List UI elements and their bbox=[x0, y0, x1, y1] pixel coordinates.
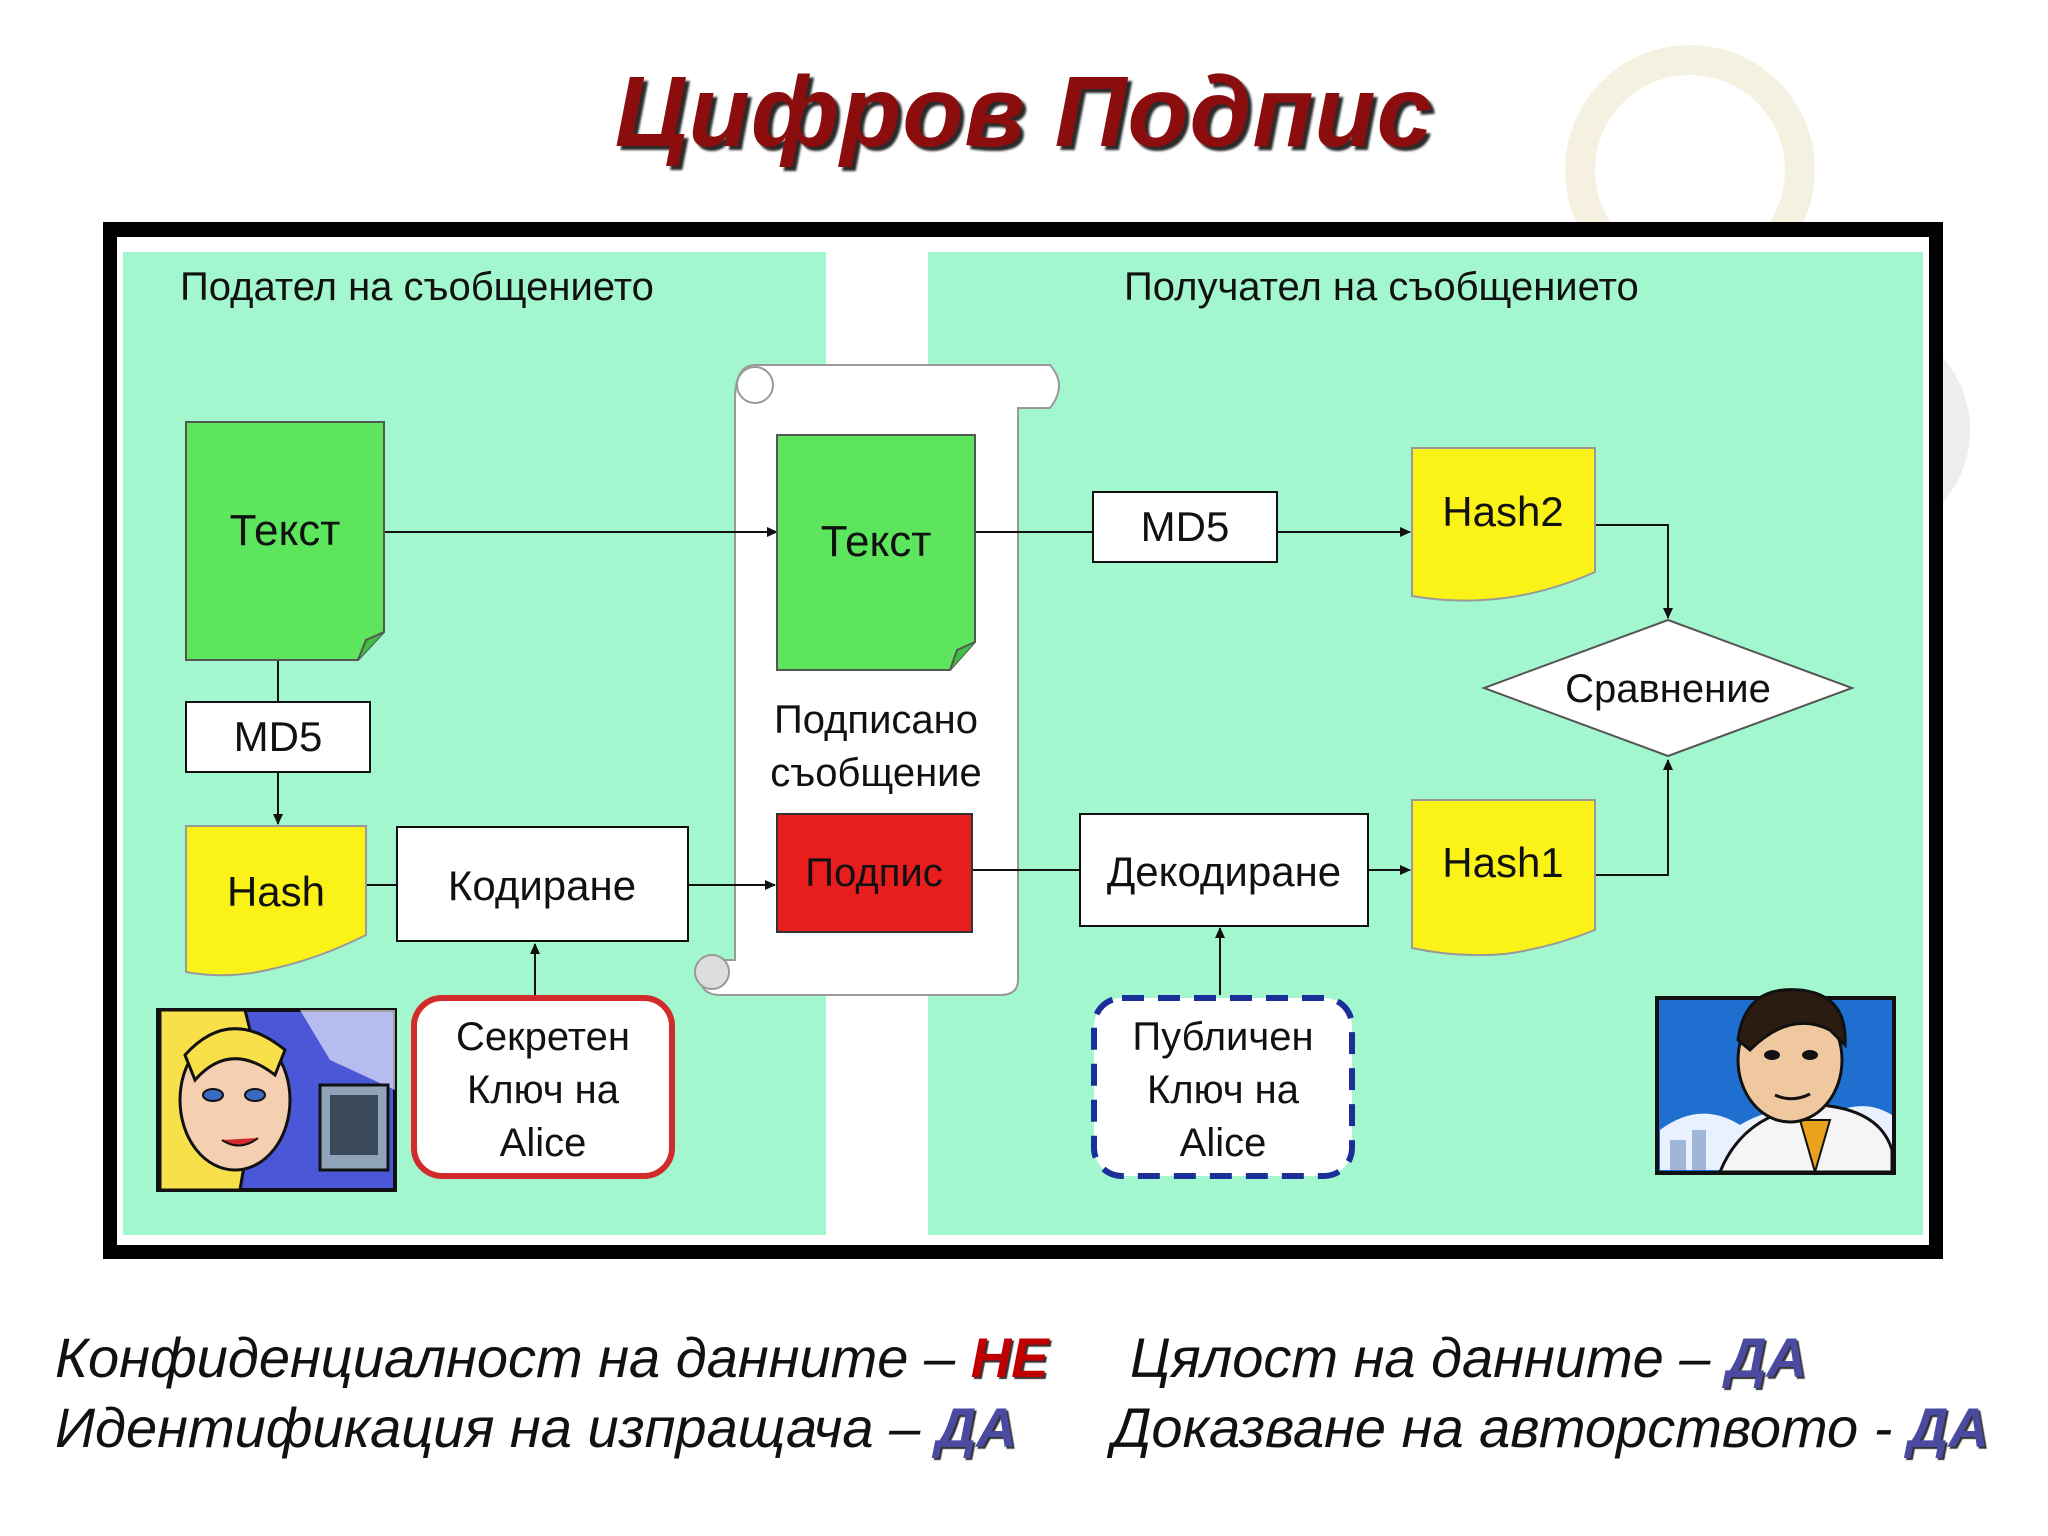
secret-key-line-2: Ключ на bbox=[467, 1068, 620, 1112]
footer-line-1-right: Цялост на данните – ДА bbox=[1130, 1325, 1807, 1390]
slide-title: Цифров Подпис bbox=[614, 56, 1434, 168]
authorship-proof-value: ДА bbox=[1907, 1396, 1989, 1459]
sender-hash-label: Hash bbox=[227, 868, 325, 915]
confidentiality-value: НЕ bbox=[970, 1326, 1049, 1389]
sender-md5-box: MD5 bbox=[185, 701, 371, 773]
sender-identification-text: Идентификация на изпращача – bbox=[55, 1396, 936, 1459]
hash2-label: Hash2 bbox=[1442, 488, 1563, 535]
signed-text-label: Текст bbox=[821, 517, 932, 566]
sender-identification-value: ДА bbox=[935, 1396, 1017, 1459]
connector-hash2-to-compare bbox=[1595, 524, 1673, 619]
compare-label: Сравнение bbox=[1565, 667, 1771, 711]
secret-key-line-1: Секретен bbox=[456, 1015, 630, 1059]
footer-line-2-right: Доказване на авторството - ДА bbox=[1112, 1395, 1989, 1460]
authorship-proof-text: Доказване на авторството - bbox=[1112, 1396, 1908, 1459]
decode-label: Декодиране bbox=[1107, 848, 1341, 895]
integrity-value: ДА bbox=[1726, 1326, 1807, 1389]
secret-key-box: Секретен Ключ на Alice bbox=[411, 995, 675, 1179]
compare-decision: Сравнение bbox=[1481, 618, 1855, 758]
hash1-label: Hash1 bbox=[1442, 839, 1563, 886]
public-key-box: Публичен Ключ на Alice bbox=[1091, 995, 1355, 1179]
public-key-line-1: Публичен bbox=[1132, 1015, 1313, 1059]
footer-line-1: Конфиденциалност на данните – НЕ bbox=[55, 1325, 1048, 1390]
signed-message-label-line-2: съобщение bbox=[770, 751, 982, 795]
alice-illustration bbox=[156, 1008, 397, 1192]
hash2-document: Hash2 bbox=[1411, 447, 1596, 602]
decode-box: Декодиране bbox=[1079, 813, 1369, 927]
signature-label: Подпис bbox=[805, 851, 942, 895]
connector-hash1-to-compare bbox=[1595, 759, 1673, 876]
receiver-md5-label: MD5 bbox=[1141, 503, 1230, 550]
hash1-document: Hash1 bbox=[1411, 799, 1596, 957]
confidentiality-text: Конфиденциалност на данните – bbox=[55, 1326, 971, 1389]
encode-label: Кодиране bbox=[448, 862, 636, 909]
integrity-text: Цялост на данните – bbox=[1130, 1326, 1727, 1389]
bob-illustration bbox=[1655, 988, 1896, 1176]
secret-key-line-3: Alice bbox=[500, 1121, 587, 1165]
signed-text-document: Текст bbox=[776, 434, 976, 671]
sender-hash-document: Hash bbox=[185, 825, 367, 977]
public-key-line-2: Ключ на bbox=[1147, 1068, 1300, 1112]
sender-text-document: Текст bbox=[185, 421, 385, 661]
public-key-line-3: Alice bbox=[1180, 1121, 1267, 1165]
sender-text-label: Текст bbox=[230, 506, 341, 555]
receiver-md5-box: MD5 bbox=[1092, 491, 1278, 563]
footer-line-2: Идентификация на изпращача – ДА bbox=[55, 1395, 1017, 1460]
signature-box: Подпис bbox=[776, 813, 973, 933]
signed-message-label-line-1: Подписано bbox=[774, 698, 978, 742]
encode-box: Кодиране bbox=[396, 826, 689, 942]
sender-panel-label: Подател на съобщението bbox=[180, 265, 654, 309]
sender-md5-label: MD5 bbox=[234, 713, 323, 760]
receiver-panel-label: Получател на съобщението bbox=[1124, 265, 1639, 309]
